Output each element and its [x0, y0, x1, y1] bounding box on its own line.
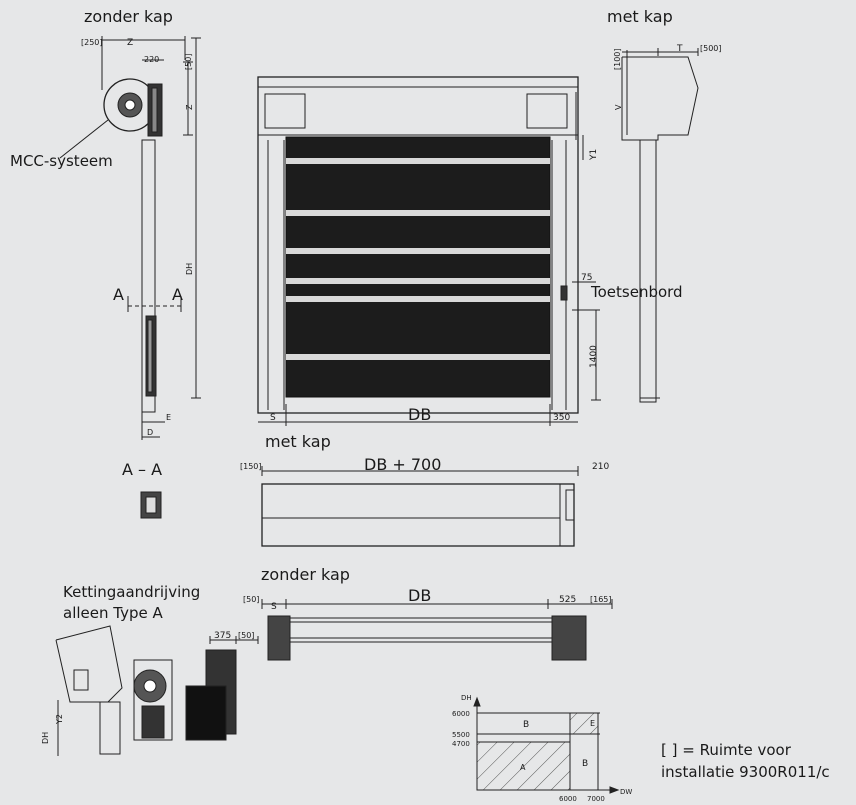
dim-db-front: DB — [408, 405, 431, 424]
label-section-aa: A – A — [122, 460, 163, 479]
dim-100: [100] — [613, 48, 622, 70]
title-met-kap-top: met kap — [265, 432, 331, 451]
chart-tick-6000y: 6000 — [452, 710, 470, 718]
label-toetsenbord: Toetsenbord — [591, 283, 683, 301]
chart-axis-dw: DW — [620, 788, 632, 796]
dim-s-top: S — [271, 602, 277, 612]
dim-v: V — [614, 104, 623, 110]
dim-y2: Y2 — [55, 714, 64, 725]
top-view-met-kap — [261, 466, 579, 547]
chart-axis-dh: DH — [461, 694, 472, 702]
dim-75: 75 — [581, 273, 592, 283]
side-view-zonder-kap — [59, 36, 201, 519]
title-met-kap-side: met kap — [607, 7, 673, 26]
dim-150: [150] — [240, 462, 262, 471]
dim-500: [500] — [700, 44, 722, 53]
chart-zone-a: A — [520, 763, 526, 772]
dim-y1: Y1 — [589, 149, 599, 161]
dim-dh: DH — [185, 263, 194, 275]
dim-z-top: Z — [127, 38, 133, 48]
dim-50-top: [50] — [243, 595, 259, 604]
dim-z-side: Z — [185, 104, 194, 110]
side-view-met-kap — [621, 48, 699, 403]
dim-525: 525 — [559, 595, 576, 605]
top-view-zonder-kap — [261, 599, 613, 661]
dim-d: D — [147, 428, 153, 437]
dim-e: E — [166, 413, 171, 422]
section-mark-a-right: A — [172, 285, 183, 304]
label-alleen-type-a: alleen Type A — [63, 604, 163, 622]
chart-zone-e: E — [590, 719, 595, 728]
chart-tick-5500y: 5500 — [452, 731, 470, 739]
label-mcc-systeem: MCC-systeem — [10, 152, 113, 170]
dim-165: [165] — [590, 595, 612, 604]
legend-line-2: installatie 9300R011/c — [661, 763, 830, 781]
chart-tick-4700y: 4700 — [452, 740, 470, 748]
label-kettingaandrijving: Kettingaandrijving — [63, 583, 201, 601]
dim-350: 350 — [553, 413, 570, 423]
chart-tick-6000x: 6000 — [559, 795, 577, 803]
dim-t: T — [676, 44, 683, 54]
dim-db-700: DB + 700 — [364, 455, 441, 474]
title-zonder-kap-top: zonder kap — [261, 565, 350, 584]
dim-50-chain: [50] — [238, 631, 254, 640]
dim-210: 210 — [592, 462, 609, 472]
space-chart — [473, 696, 620, 794]
dim-375: 375 — [214, 631, 231, 641]
title-zonder-kap-side: zonder kap — [84, 7, 173, 26]
dim-50-side: [50] — [184, 54, 193, 70]
dim-dh-chain: DH — [41, 732, 50, 744]
chart-tick-7000x: 7000 — [587, 795, 605, 803]
dim-250: [250] — [81, 38, 103, 47]
chain-drive-detail — [55, 625, 259, 756]
dim-1400: 1400 — [589, 345, 599, 368]
dim-db-top: DB — [408, 586, 431, 605]
legend-line-1: [ ] = Ruimte voor — [661, 741, 791, 759]
chart-zone-b-top: B — [523, 720, 529, 730]
dim-220: 220 — [144, 55, 159, 64]
chart-zone-b-right: B — [582, 759, 588, 769]
dim-s-front: S — [270, 413, 276, 423]
section-mark-a-left: A — [113, 285, 124, 304]
front-view-door — [257, 76, 601, 426]
